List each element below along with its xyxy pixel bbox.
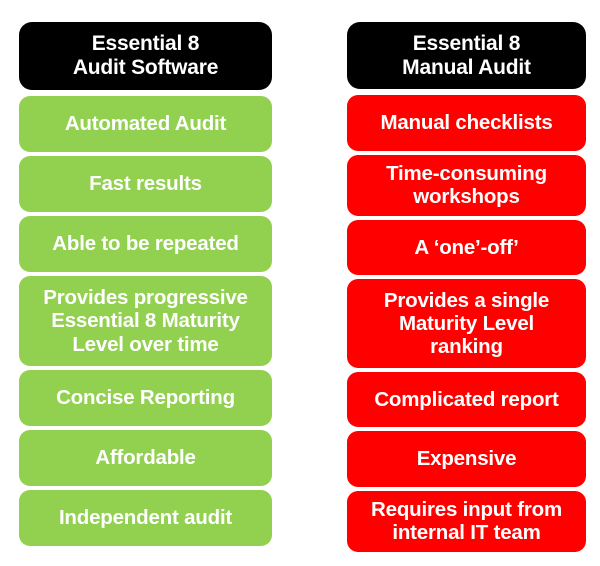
list-item: Complicated report <box>347 372 586 428</box>
list-item: A ‘one’-off’ <box>347 219 586 276</box>
column-header-audit-software: Essential 8 Audit Software <box>19 22 272 90</box>
list-item-label: Time-consuming workshops <box>386 162 547 209</box>
list-item-label: Complicated report <box>374 388 559 412</box>
list-item: Affordable <box>19 430 272 486</box>
list-item-label: Provides a single Maturity Level ranking <box>383 288 550 359</box>
list-item-label: Fast results <box>89 172 202 196</box>
list-item: Concise Reporting <box>19 370 272 426</box>
list-item: Automated Audit <box>19 96 272 152</box>
list-item-label: Expensive <box>416 447 517 471</box>
list-item: Independent audit <box>19 490 272 546</box>
list-item: Requires input from internal IT team <box>347 490 586 552</box>
list-item-label: Requires input from internal IT team <box>371 498 562 545</box>
list-item: Able to be repeated <box>19 216 272 272</box>
list-item: Fast results <box>19 156 272 212</box>
list-item-label: Independent audit <box>58 506 233 530</box>
column-header-label: Essential 8 Audit Software <box>72 32 219 79</box>
list-item-label: Able to be repeated <box>52 232 239 256</box>
column-header-manual-audit: Essential 8 Manual Audit <box>347 22 586 90</box>
list-item: Time-consuming workshops <box>347 154 586 216</box>
list-item-label: A ‘one’-off’ <box>414 235 519 259</box>
column-manual-audit: Essential 8 Manual Audit Manual checklis… <box>347 22 586 552</box>
list-item-label: Automated Audit <box>64 112 227 136</box>
column-header-label: Essential 8 Manual Audit <box>402 31 531 79</box>
list-item: Provides progressive Essential 8 Maturit… <box>19 276 272 366</box>
column-audit-software: Essential 8 Audit Software Automated Aud… <box>19 22 272 552</box>
list-item: Expensive <box>347 431 586 487</box>
list-item: Provides a single Maturity Level ranking <box>347 279 586 369</box>
list-item-label: Affordable <box>95 446 196 470</box>
list-item-label: Provides progressive Essential 8 Maturit… <box>43 286 248 356</box>
list-item-label: Manual checklists <box>380 111 553 135</box>
list-item: Manual checklists <box>347 95 586 151</box>
list-item-label: Concise Reporting <box>56 386 235 410</box>
